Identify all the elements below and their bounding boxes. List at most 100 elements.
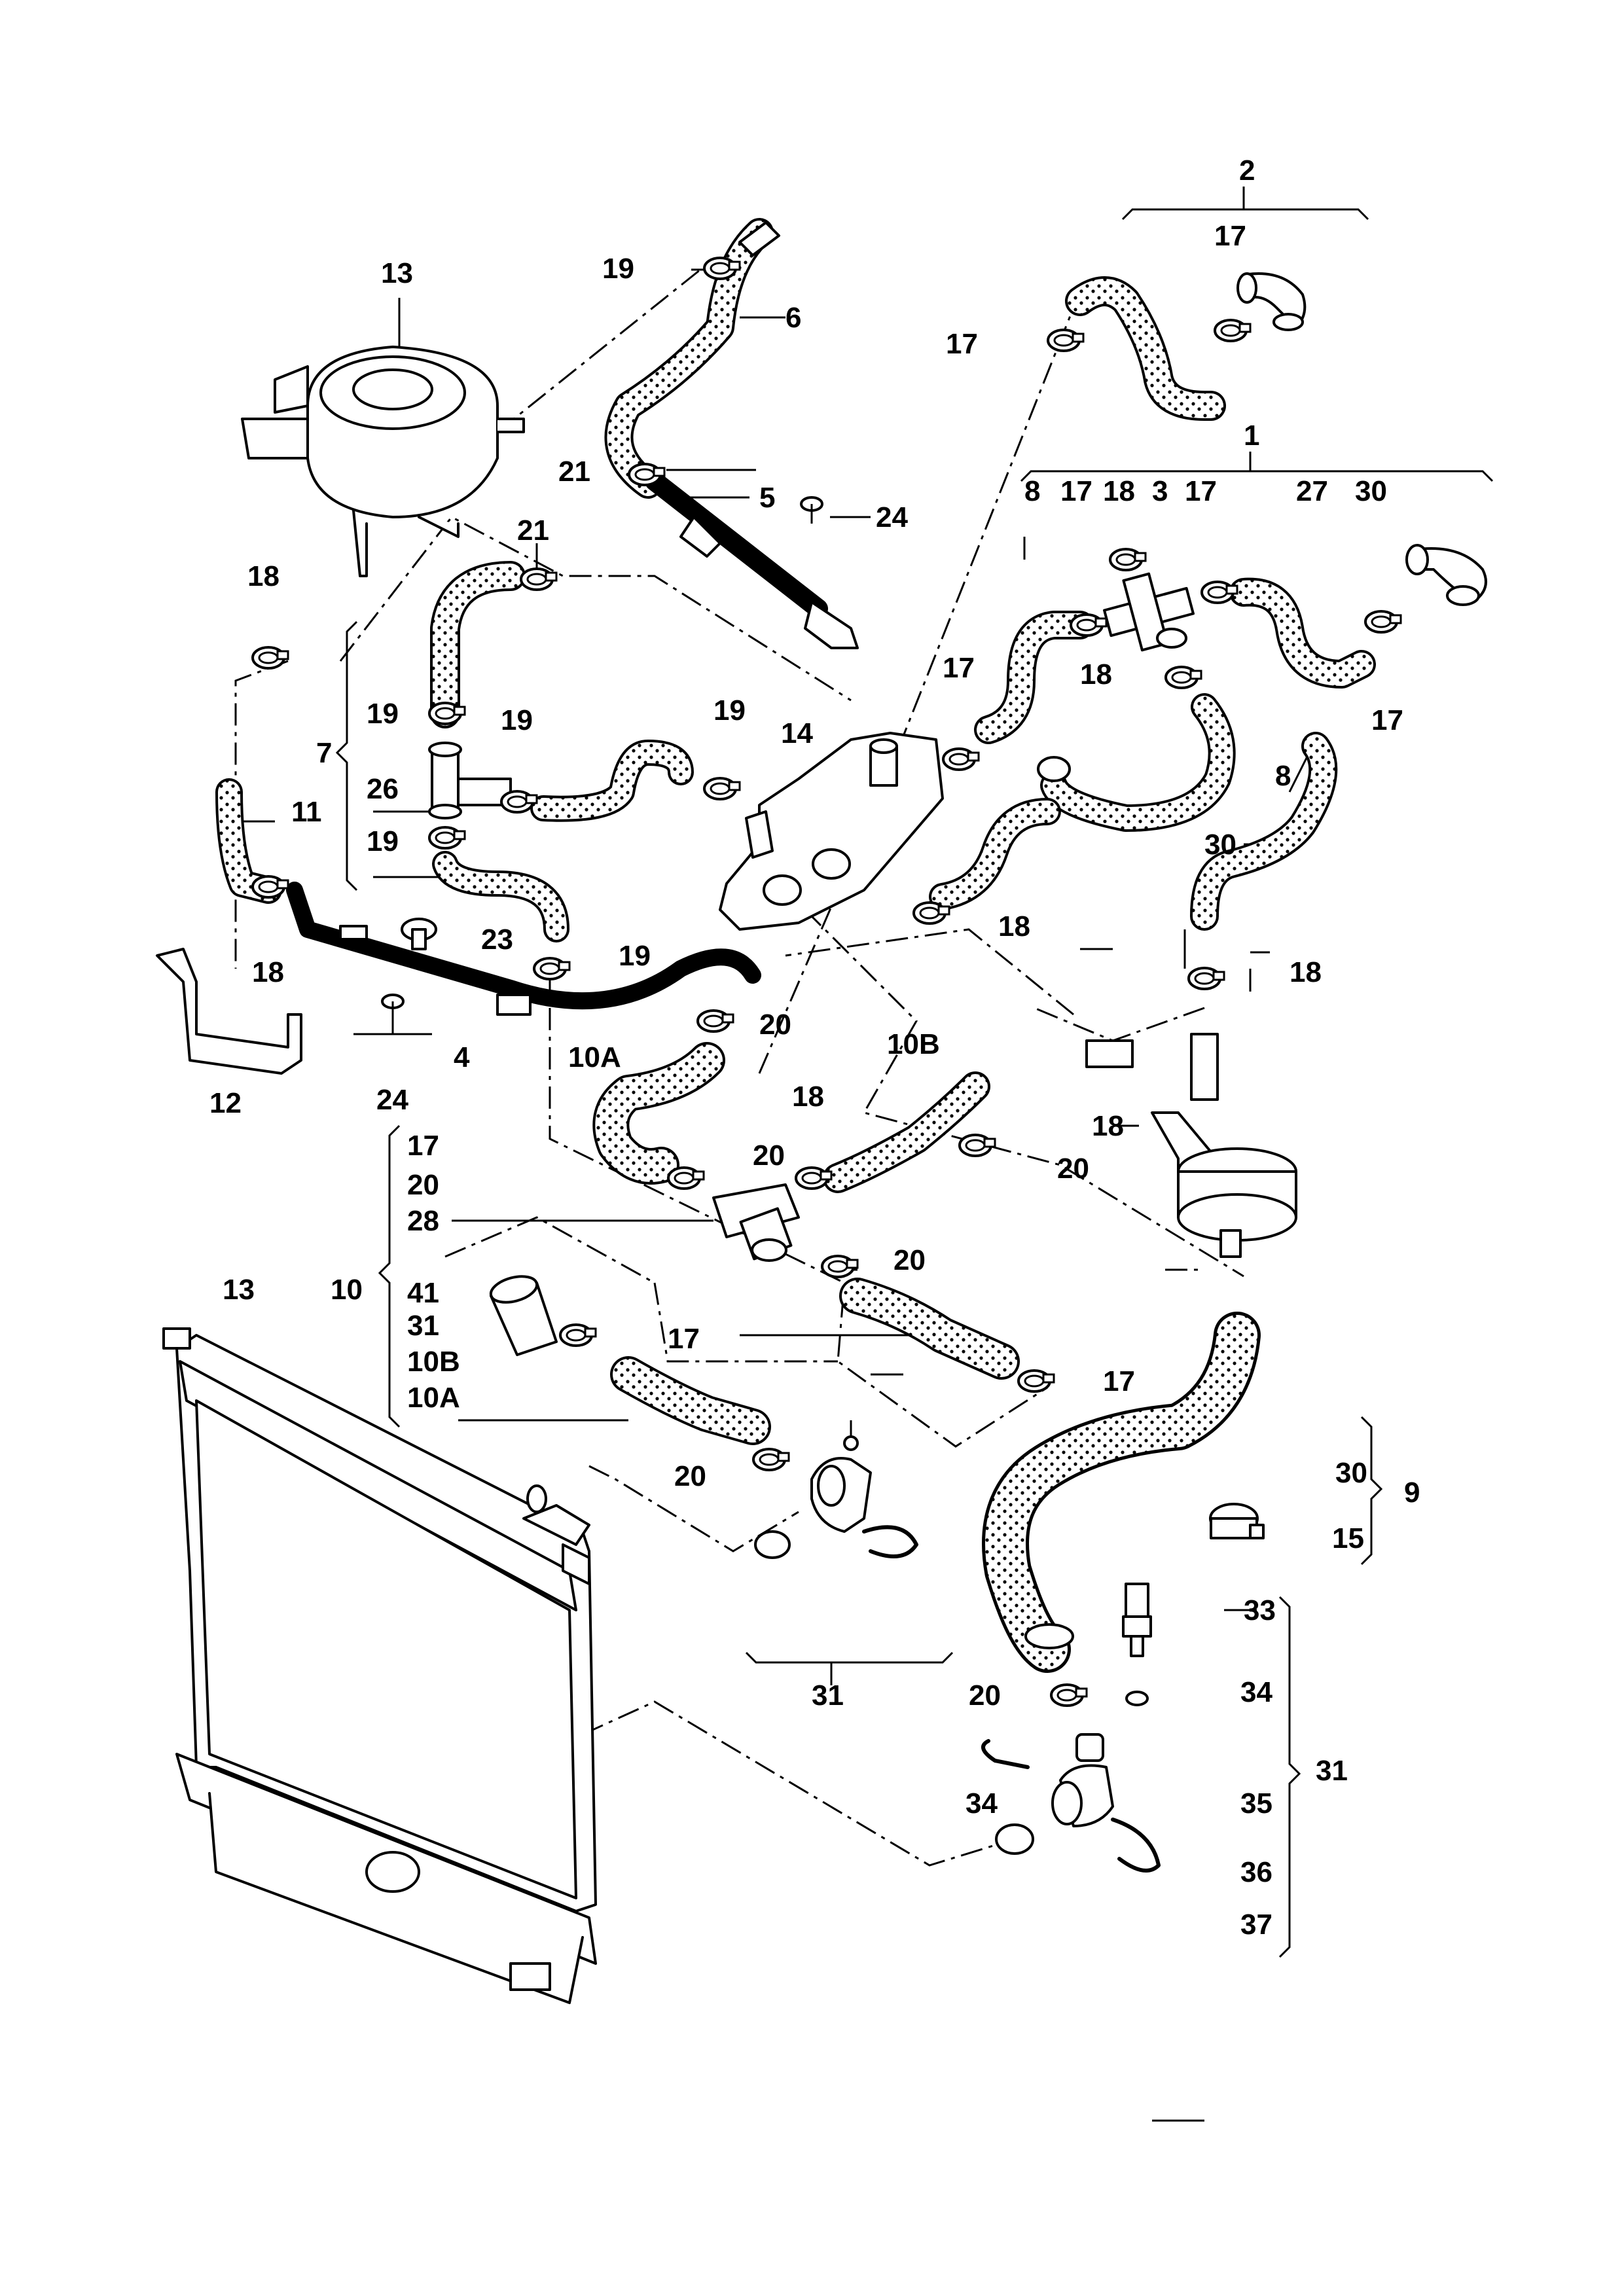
hose-27-lower — [1190, 732, 1338, 931]
hose-group10-left — [610, 1356, 771, 1445]
group10-item-28: 28 — [407, 1205, 439, 1237]
label-8: 8 — [1024, 475, 1040, 507]
label-18: 18 — [1092, 1110, 1124, 1142]
hose-27-upper — [1229, 577, 1376, 689]
group-brackets — [335, 187, 1494, 1958]
label-20: 20 — [753, 1139, 785, 1172]
bolt-24-right — [800, 496, 823, 524]
hose-11 — [215, 778, 282, 904]
label-26: 26 — [367, 773, 399, 805]
t-piece-26 — [428, 742, 512, 819]
pipe-5 — [645, 471, 859, 649]
sensor-32 — [1122, 1583, 1152, 1657]
label-15: 13 — [381, 257, 413, 289]
pipe-4 — [286, 882, 761, 1016]
leader-lines — [242, 268, 1310, 2122]
label-19: 19 — [367, 698, 399, 730]
label-4: 4 — [454, 1041, 470, 1073]
bolt-24-left — [381, 994, 405, 1034]
label-34: 34 — [965, 1787, 998, 1820]
label-34: 35 — [1240, 1787, 1272, 1820]
label-19: 19 — [619, 940, 651, 972]
label-5: 5 — [759, 482, 775, 514]
label-30: 30 — [1355, 475, 1387, 507]
label-20: 20 — [969, 1679, 1001, 1712]
hose-6 — [604, 218, 780, 499]
o-ring-33 — [1125, 1691, 1149, 1706]
label-36: 37 — [1240, 1909, 1272, 1941]
clamp-12 — [1209, 1503, 1265, 1539]
label-14: 13 — [223, 1274, 255, 1306]
label-17: 17 — [946, 328, 978, 360]
hose-thermostat-lower — [929, 798, 1061, 910]
label-17: 17 — [1060, 475, 1092, 507]
hose-group10-right — [839, 1278, 1020, 1380]
bracket-13 — [156, 948, 302, 1075]
part-labels: 2 17 17 13 19 6 1 21 5 24 21 8 17 18 3 1… — [209, 154, 1420, 1941]
group10-item-20: 20 — [407, 1169, 439, 1201]
label-19: 19 — [602, 253, 634, 285]
label-10B: 10B — [887, 1028, 940, 1060]
label-18: 18 — [1080, 658, 1112, 691]
label-9: 9 — [1404, 1477, 1420, 1509]
label-23: 23 — [481, 924, 513, 956]
label-20: 20 — [674, 1460, 706, 1492]
label-30: 31 — [1316, 1755, 1348, 1787]
label-7: 7 — [316, 737, 332, 769]
group10-item-10B: 10B — [407, 1346, 460, 1378]
group10-item-17: 17 — [407, 1130, 439, 1162]
label-11: 11 — [291, 796, 322, 828]
label-27: 27 — [1296, 475, 1328, 507]
elbow-39 — [1236, 272, 1307, 331]
label-18: 18 — [247, 560, 280, 592]
label-20: 20 — [759, 1009, 791, 1041]
label-6: 6 — [785, 302, 801, 334]
label-18: 18 — [1103, 475, 1135, 507]
label-20: 20 — [1057, 1153, 1089, 1185]
hose-10b — [823, 1071, 990, 1193]
label-18: 18 — [1290, 956, 1322, 988]
label-17: 17 — [1103, 1365, 1135, 1397]
label-17: 17 — [1185, 475, 1217, 507]
clip-37 — [862, 1525, 918, 1558]
group10-item-41: 41 — [407, 1277, 439, 1309]
o-ring-38 — [754, 1530, 791, 1559]
label-10: 10 — [331, 1274, 363, 1306]
bolt-23 — [401, 918, 437, 950]
label-33: 34 — [1240, 1676, 1272, 1708]
hose-7-middle — [530, 740, 694, 822]
label-10A: 10A — [568, 1041, 621, 1073]
hose-8-upper — [974, 611, 1094, 744]
label-2: 2 — [1239, 154, 1255, 187]
label-16: 14 — [781, 717, 813, 749]
label-18: 18 — [252, 956, 284, 988]
label-27: 30 — [1204, 829, 1236, 861]
oil-cooler — [1085, 1033, 1297, 1258]
sleeve-41 — [489, 1275, 558, 1356]
elbow-40 — [1405, 544, 1487, 606]
connector-28 — [712, 1183, 800, 1262]
hose-8-lower — [1037, 693, 1236, 832]
label-19: 19 — [367, 825, 399, 857]
label-17: 17 — [1371, 704, 1403, 736]
label-8: 8 — [1275, 760, 1291, 792]
hose-21 — [430, 561, 526, 728]
label-21: 21 — [517, 514, 549, 547]
thermostat-housing-16 — [719, 732, 944, 931]
label-3: 3 — [1152, 475, 1168, 507]
label-17: 17 — [668, 1323, 700, 1355]
label-24: 24 — [376, 1084, 408, 1116]
label-1: 1 — [1244, 420, 1259, 452]
label-30: 30 — [1335, 1457, 1367, 1489]
expansion-tank — [241, 346, 525, 577]
label-24: 24 — [876, 501, 908, 533]
radiator — [162, 1327, 597, 2004]
elbow-31 — [810, 1420, 872, 1533]
label-32: 33 — [1244, 1594, 1276, 1626]
group10-item-31: 31 — [407, 1310, 439, 1342]
hose-2 — [1065, 276, 1226, 421]
group-10-list: 17 20 28 41 31 10B 10A — [407, 1130, 713, 1422]
t-piece-3 — [1103, 572, 1195, 652]
label-17: 17 — [943, 652, 975, 684]
